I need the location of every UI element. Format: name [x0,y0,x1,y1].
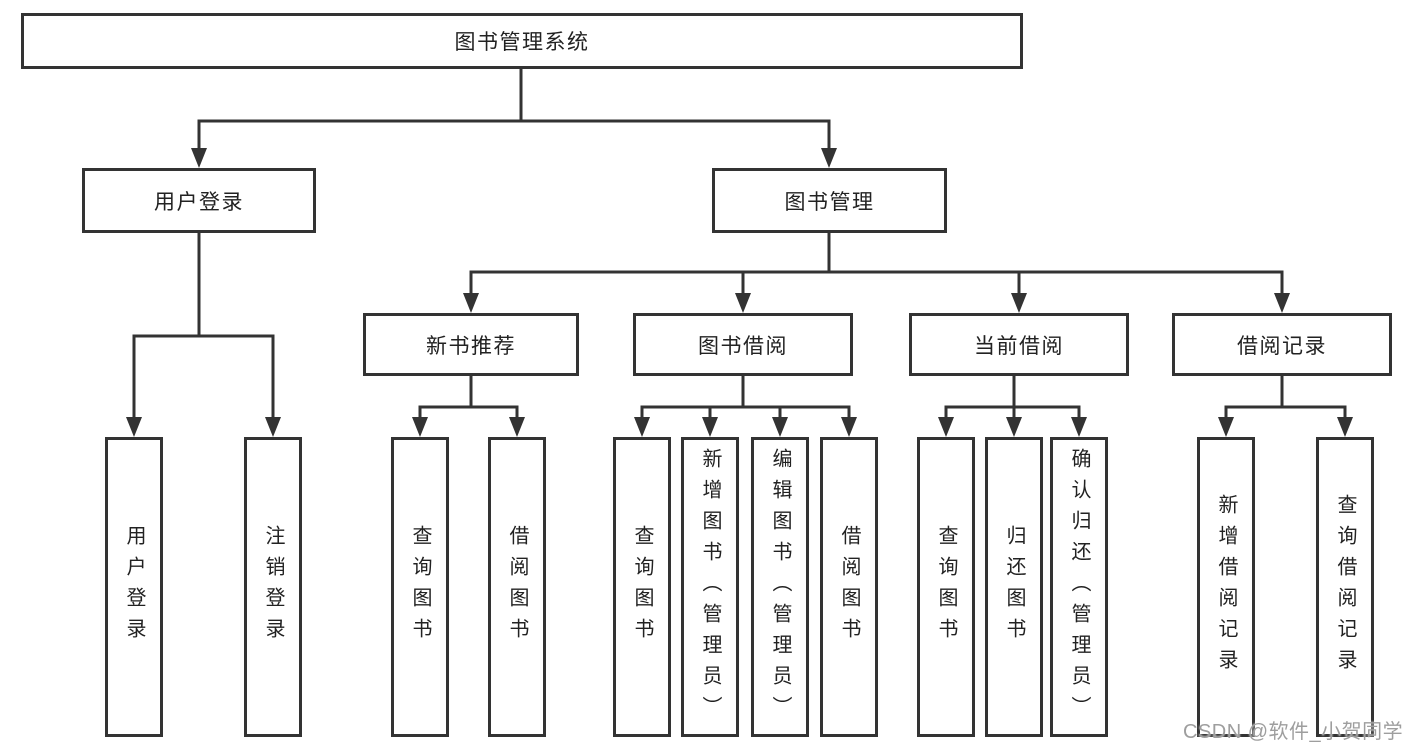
leaf-query-books-recommend: 查询图书 [391,437,449,737]
leaf-add-borrow-record: 新增借阅记录 [1197,437,1255,737]
node-library-management-system: 图书管理系统 [21,13,1023,69]
node-borrow-records: 借阅记录 [1172,313,1392,376]
leaf-edit-book-admin: 编辑图书（管理员） [751,437,809,737]
leaf-return-book: 归还图书 [985,437,1043,737]
node-label: 图书借阅 [698,334,788,358]
node-label: 用户登录 [154,190,244,214]
leaf-label: 查询图书 [935,525,957,649]
leaf-query-borrow-record: 查询借阅记录 [1316,437,1374,737]
leaf-label: 查询借阅记录 [1334,494,1356,680]
node-book-management: 图书管理 [712,168,947,233]
leaf-borrow-books-recommend: 借阅图书 [488,437,546,737]
connector-new-book-recommend-to-leaves [412,374,525,437]
node-label: 图书管理 [784,190,875,214]
leaf-user-login: 用户登录 [105,437,163,737]
node-label: 当前借阅 [974,334,1064,358]
leaf-label: 借阅图书 [506,525,528,649]
leaf-confirm-return-admin: 确认归还（管理员） [1050,437,1108,737]
leaf-label: 新增借阅记录 [1215,494,1237,680]
leaf-logout: 注销登录 [244,437,302,737]
leaf-query-books-current: 查询图书 [917,437,975,737]
leaf-label: 查询图书 [409,525,431,649]
node-label: 新书推荐 [426,334,516,358]
leaf-query-books-borrow: 查询图书 [613,437,671,737]
connector-user-login-to-leaves [126,231,281,437]
leaf-label: 新增图书（管理员） [699,447,721,727]
node-current-borrow: 当前借阅 [909,313,1129,376]
node-label: 图书管理系统 [454,31,590,54]
leaf-add-book-admin: 新增图书（管理员） [681,437,739,737]
connector-borrow-records-to-leaves [1218,374,1353,437]
leaf-label: 归还图书 [1003,525,1025,649]
csdn-watermark: CSDN @软件_小贺同学 [1183,721,1404,743]
connector-current-borrow-to-leaves [938,374,1087,437]
leaf-label: 确认归还（管理员） [1068,447,1090,727]
node-user-login: 用户登录 [82,168,316,233]
leaf-label: 注销登录 [262,525,284,649]
connector-root-to-level2 [191,66,837,168]
leaf-label: 用户登录 [123,525,145,649]
connector-book-management-to-level3 [463,231,1290,313]
leaf-label: 编辑图书（管理员） [769,447,791,727]
node-label: 借阅记录 [1237,334,1327,358]
connector-book-borrow-to-leaves [634,374,857,437]
leaf-borrow-books: 借阅图书 [820,437,878,737]
leaf-label: 查询图书 [631,525,653,649]
node-book-borrow: 图书借阅 [633,313,853,376]
leaf-label: 借阅图书 [838,525,860,649]
node-new-book-recommend: 新书推荐 [363,313,579,376]
